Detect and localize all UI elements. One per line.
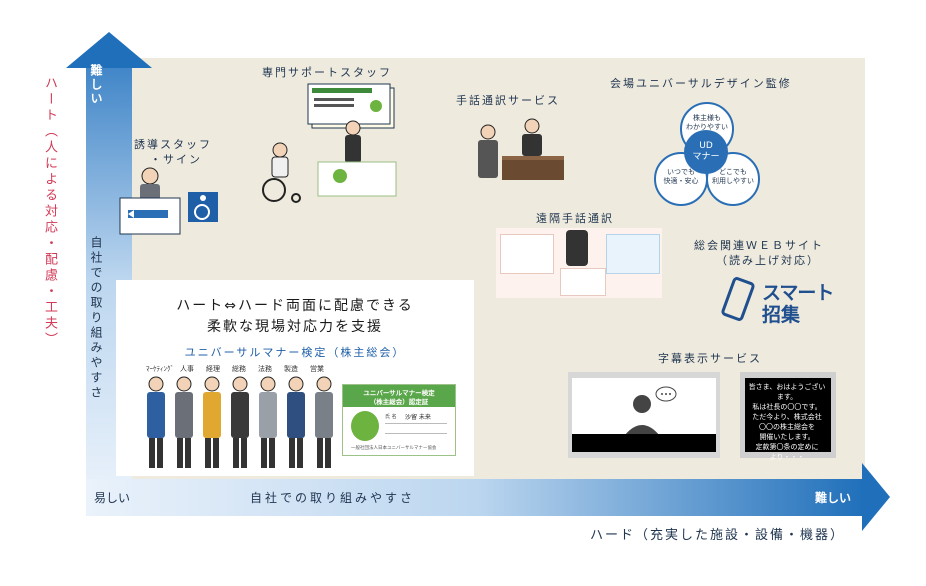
x-axis-arrowhead bbox=[862, 463, 890, 531]
staff-figures-illustration bbox=[147, 376, 333, 468]
item-ud-monitor-label: 会場ユニバーサルデザイン監修 bbox=[610, 77, 792, 90]
caption-text-screen bbox=[745, 378, 831, 452]
item-guide-sign-label: ・サイン bbox=[150, 153, 202, 166]
caption-screen-text: 皆さま、おはようございます。 私は社長の〇〇です。 ただ今より、株式会社 〇〇の… bbox=[740, 372, 836, 461]
venn-left-text: いつでも 快適・安心 bbox=[663, 168, 699, 185]
dept-label-hr: 人事 bbox=[180, 365, 194, 373]
certificate-footer: 一般社団法人日本ユニバーサルマナー協会 bbox=[351, 446, 437, 451]
item-web-label: 総会関連ＷＥＢサイト bbox=[694, 239, 824, 252]
smart-logo-line1: スマート bbox=[762, 282, 834, 304]
venn-right-text: どこでも 利用しやすい bbox=[712, 168, 754, 185]
y-axis-high-label: 難しい bbox=[89, 64, 103, 106]
remote-panel-bottom bbox=[560, 268, 606, 296]
x-axis-mid-label: 自社での取り組みやすさ bbox=[250, 491, 416, 505]
venn-center-line1: UD bbox=[699, 141, 713, 151]
dept-label-marketing: ﾏｰｹﾃｨﾝｸﾞ bbox=[146, 365, 174, 373]
x-axis-title: ハード（充実した施設・設備・機器） bbox=[590, 528, 846, 543]
venn-center-line2: マナー bbox=[692, 152, 720, 162]
x-axis-bar bbox=[86, 479, 866, 516]
y-axis-arrowhead bbox=[66, 32, 152, 68]
center-message-line1: ハート⇔ハード両面に配慮できる bbox=[176, 298, 414, 314]
certificate-name: 沙留 未来 bbox=[405, 414, 431, 421]
speaker-silhouette-icon bbox=[624, 386, 677, 436]
item-support-staff-label: 専門サポートスタッフ bbox=[262, 66, 392, 79]
caption-text: 皆さま、おはようございます。 私は社長の〇〇です。 ただ今より、株式会社 〇〇の… bbox=[748, 383, 826, 461]
smartphone-icon bbox=[721, 277, 755, 321]
certificate-title-line2: （株主総会）認定証 bbox=[369, 398, 429, 406]
x-axis-low-label: 易しい bbox=[94, 491, 131, 505]
tablet-icon bbox=[566, 230, 588, 266]
sign-service-illustration bbox=[478, 118, 564, 180]
dept-label-manufacturing: 製造 bbox=[284, 365, 298, 373]
item-caption-service-label: 字幕表示サービス bbox=[658, 352, 762, 365]
y-axis-mid-label: 自社での取り組みやすさ bbox=[89, 236, 103, 401]
dept-label-general-affairs: 総務 bbox=[232, 365, 246, 373]
dept-label-accounting: 経理 bbox=[206, 365, 220, 373]
remote-sign-panel bbox=[496, 228, 662, 298]
certificate-title-line1: ユニバーサルマナー検定 bbox=[363, 389, 435, 397]
venn-center-text: UD マナー bbox=[684, 141, 728, 163]
venn-top-text: 株主様も わかりやすい bbox=[686, 114, 728, 131]
dept-label-sales: 営業 bbox=[310, 365, 324, 373]
item-web-sublabel: （読み上げ対応） bbox=[716, 254, 820, 267]
item-sign-service-label: 手話通訳サービス bbox=[456, 94, 560, 107]
caption-bar bbox=[572, 434, 716, 452]
support-staff-illustration bbox=[262, 83, 397, 203]
certification-title: ユニバーサルマナー検定（株主総会） bbox=[184, 346, 406, 359]
remote-panel-left bbox=[500, 234, 554, 274]
y-axis-title: ハート（人による対応・配慮・工夫） bbox=[42, 76, 57, 348]
remote-panel-right bbox=[606, 234, 660, 274]
certificate-divider bbox=[385, 433, 447, 434]
certificate-header bbox=[343, 385, 455, 407]
x-axis-high-label: 難しい bbox=[815, 491, 852, 505]
smart-logo-line2: 招集 bbox=[762, 304, 801, 326]
item-remote-sign-label: 遠隔手話通訳 bbox=[536, 212, 614, 225]
center-message-line2: 柔軟な現場対応力を支援 bbox=[207, 319, 383, 335]
guide-staff-illustration bbox=[119, 167, 218, 235]
venn-center bbox=[684, 130, 728, 174]
certificate-logo-icon bbox=[351, 411, 379, 441]
dept-label-legal: 法務 bbox=[258, 365, 272, 373]
certificate-name-label: 氏 名 bbox=[385, 414, 397, 420]
item-guide-staff-label: 誘導スタッフ bbox=[134, 138, 212, 151]
caption-screen-presenter bbox=[568, 372, 720, 458]
certificate-divider bbox=[385, 423, 447, 424]
certificate-card: ユニバーサルマナー検定 （株主総会）認定証 氏 名 沙留 未来 一般社団法人日本… bbox=[342, 384, 456, 456]
caption-screen-inner bbox=[572, 378, 716, 452]
